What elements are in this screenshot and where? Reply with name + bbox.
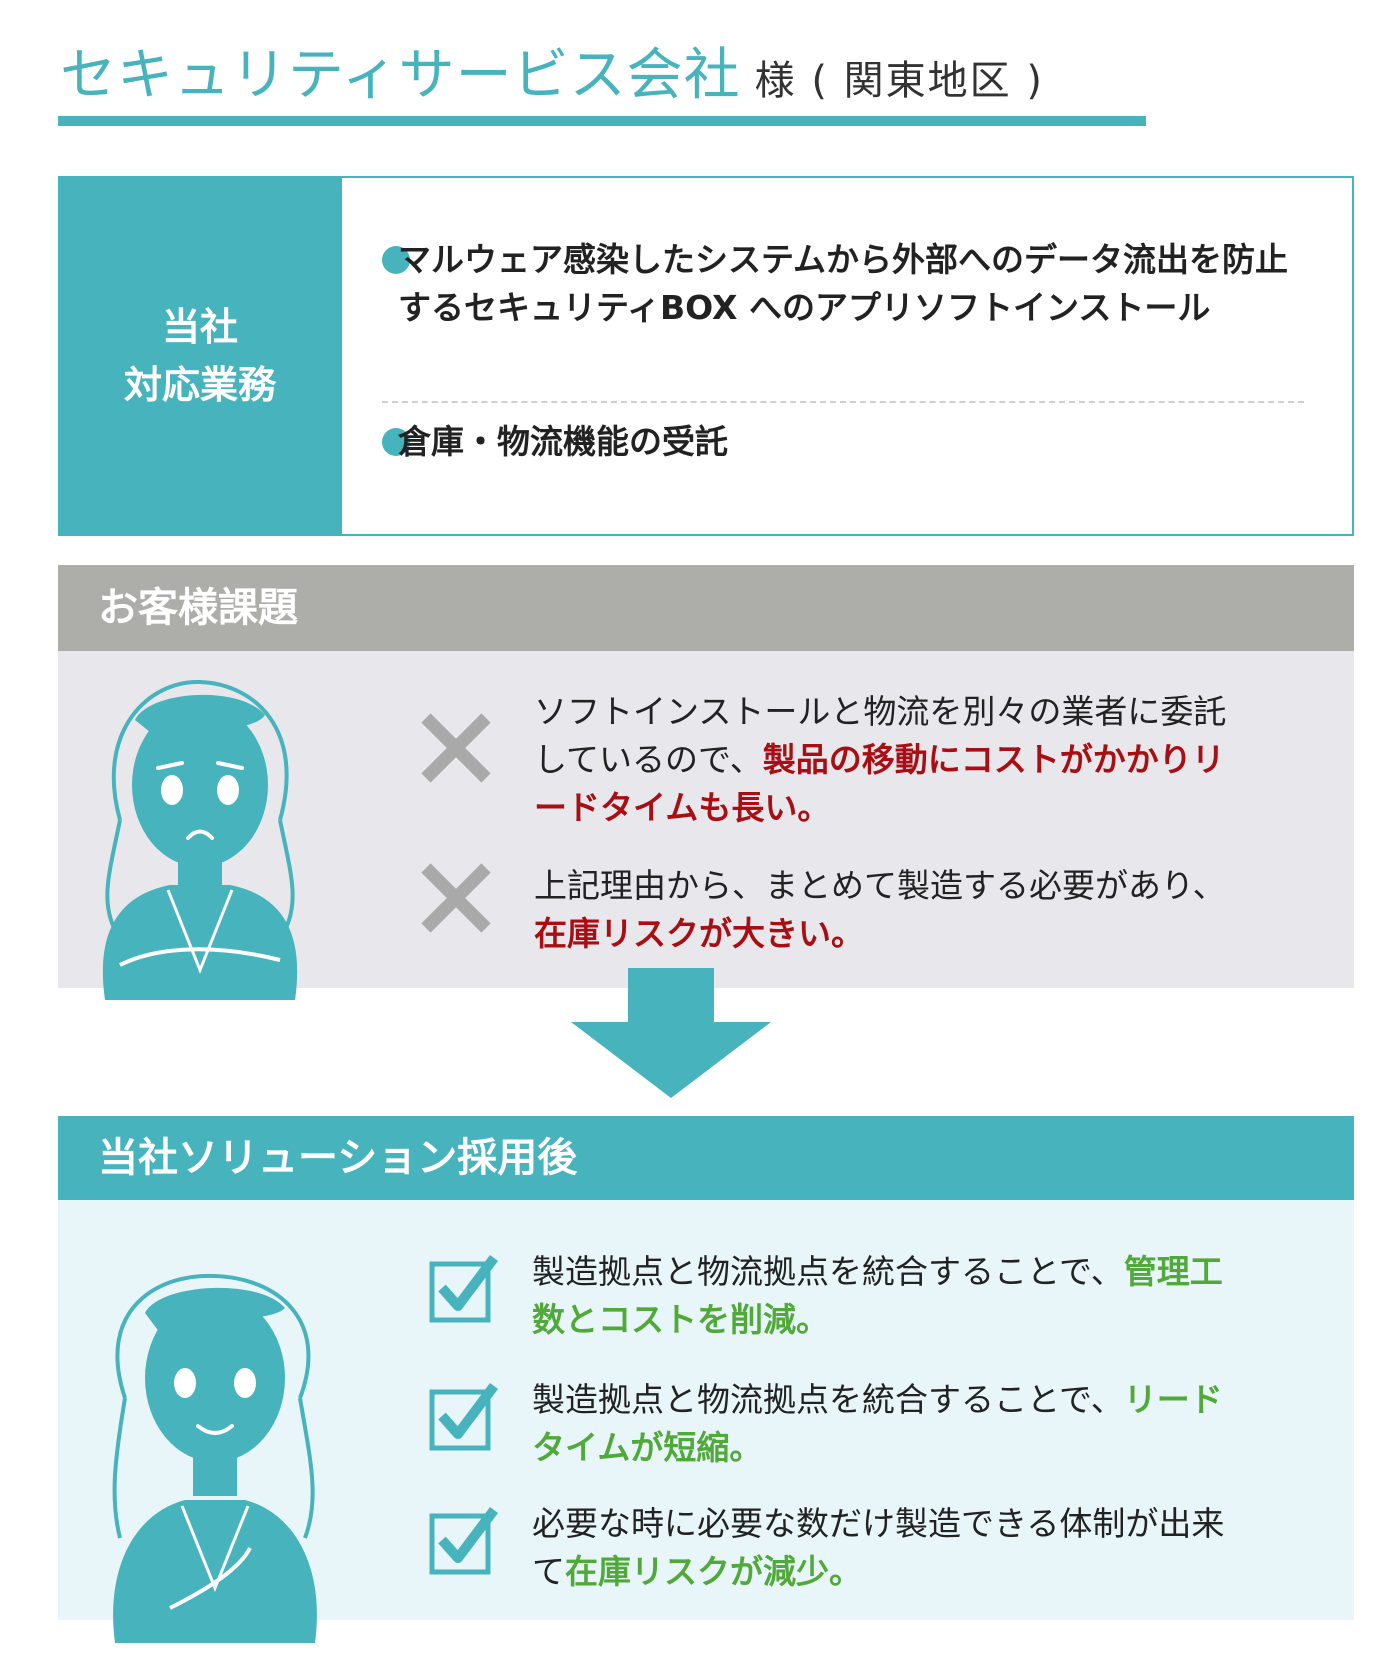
solution-emphasis: 在庫リスクが減少。 [565,1552,862,1591]
worried-woman-illustration [102,679,298,1000]
solution-text: 製造拠点と物流拠点を統合することで、管理工数とコストを削減。 [532,1252,1223,1339]
solution-header [58,1116,1354,1200]
solution-text: 必要な時に必要な数だけ製造できる体制が出来て在庫リスクが減少。 [532,1504,1225,1591]
problem-text: ソフトインストールと物流を別々の業者に委託しているので、製品の移動にコストがかか… [534,692,1227,827]
cross-icon [421,713,491,783]
solution-text: 製造拠点と物流拠点を統合することで、リードタイムが短縮。 [532,1380,1223,1467]
scope-item: 倉庫・物流機能の受託 [398,422,728,461]
checkbox-icon [429,1383,498,1451]
problems-heading: お客様課題 [98,585,298,631]
page-title: セキュリティサービス会社様 ( 関東地区 ) [60,30,1044,110]
cross-icon [421,863,491,933]
problem-emphasis: 在庫リスクが大きい。 [534,914,864,953]
solution-emphasis: 管理工数とコストを削減。 [532,1252,1223,1339]
scope-item: マルウェア感染したシステムから外部へのデータ流出を防止するセキュリティBOX へ… [398,240,1289,327]
smiling-woman-illustration [112,1273,317,1643]
checkbox-icon [429,1507,498,1575]
divider [382,401,1304,403]
solution-emphasis: リードタイムが短縮。 [532,1380,1223,1467]
scope-label-line1: 当社 [161,305,238,349]
title-underline [58,116,1146,126]
checkbox-icon [429,1255,498,1323]
title-suffix: 様 ( 関東地区 ) [754,58,1044,104]
problems-header [58,565,1354,651]
problem-emphasis: 製品の移動にコストがかかりリードタイムも長い。 [534,740,1225,827]
company-name: セキュリティサービス会社 [60,43,741,108]
scope-label: 当社 対応業務 [58,176,342,536]
bullet-dot-icon [382,246,410,274]
solution-heading: 当社ソリューション採用後 [98,1135,578,1181]
scope-label-line2: 対応業務 [123,363,276,407]
problem-text: 上記理由から、まとめて製造する必要があり、在庫リスクが大きい。 [534,866,1226,953]
down-arrow-icon [571,968,771,1098]
bullet-dot-icon [382,428,410,456]
